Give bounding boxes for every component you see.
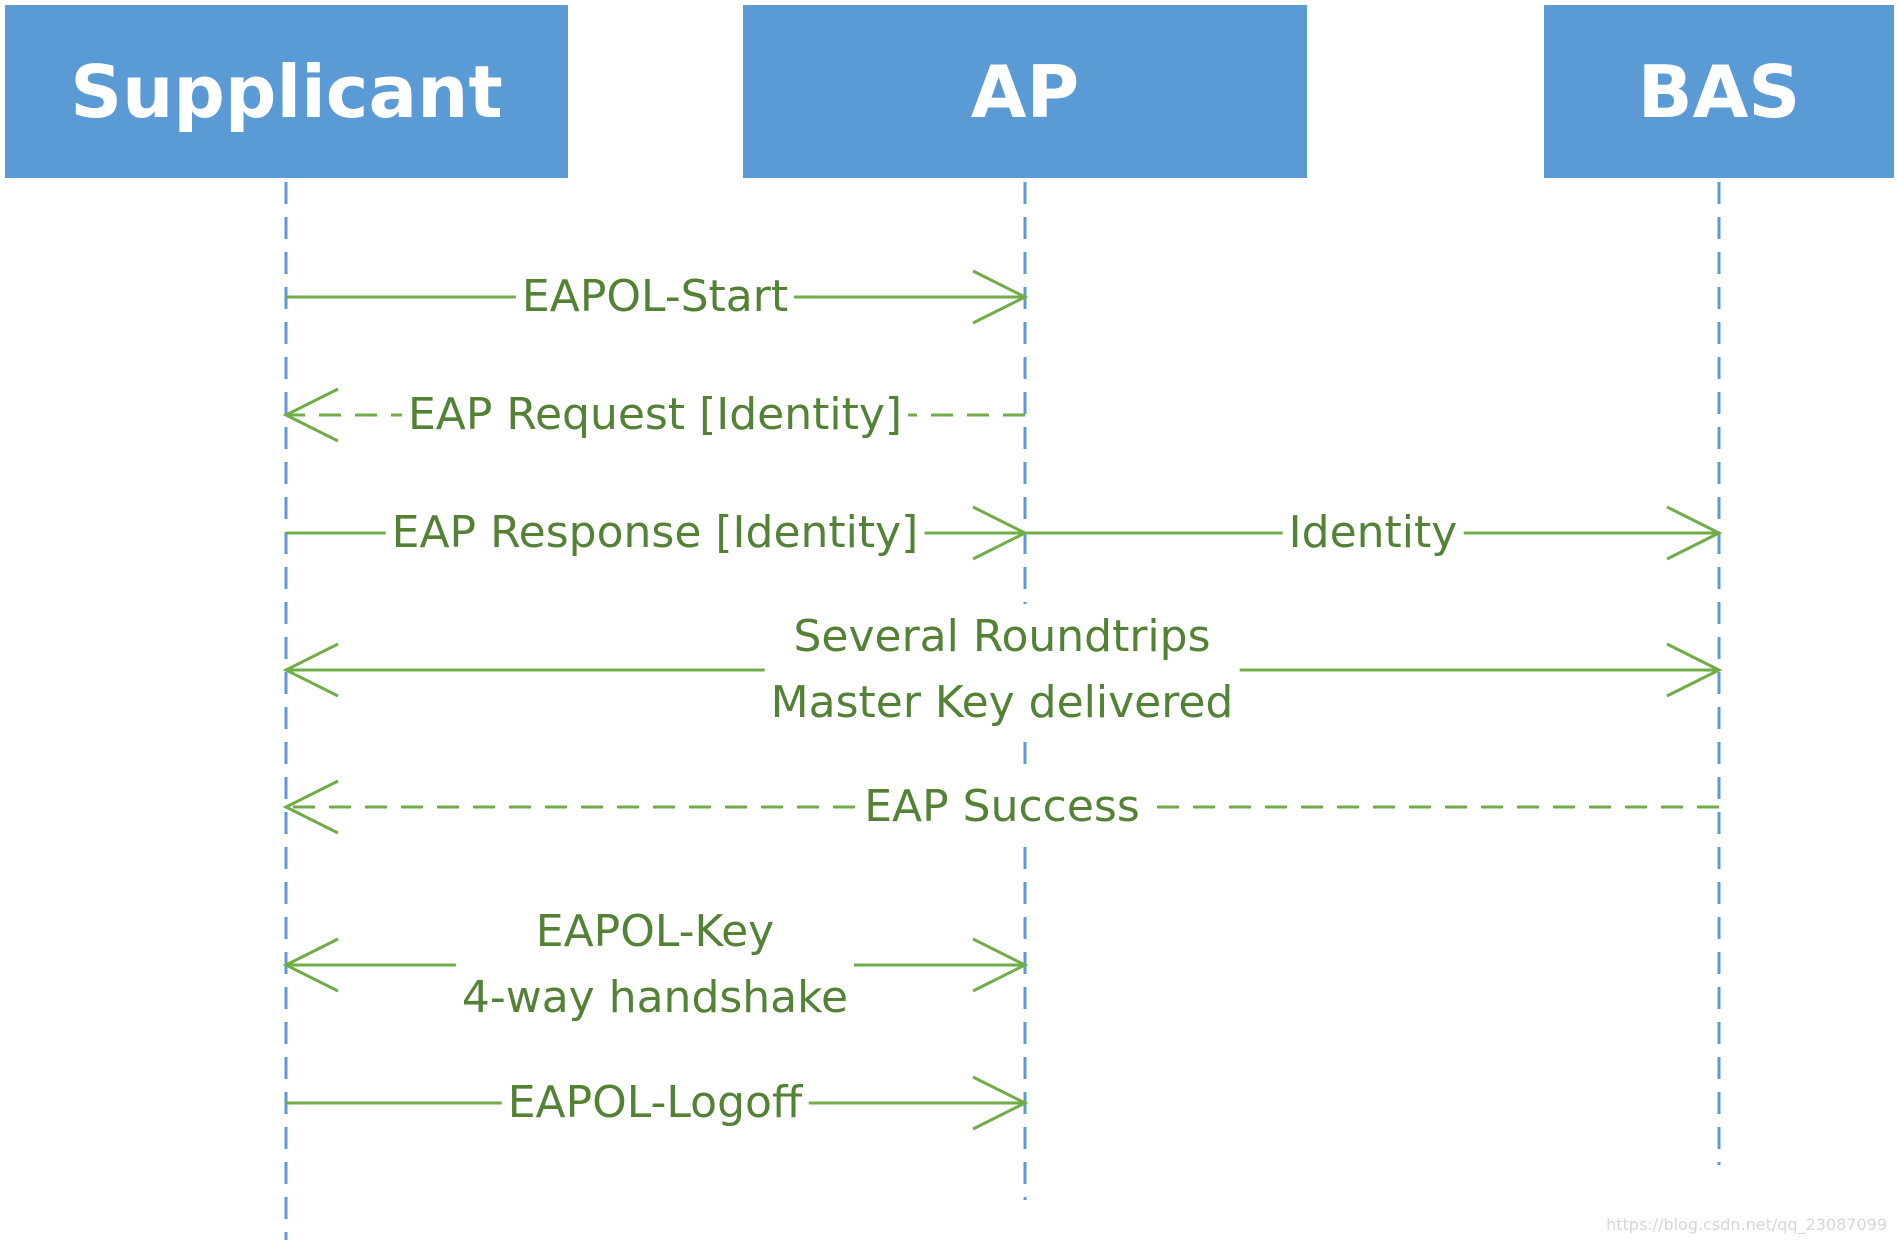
arrowhead-several-roundtrips-end [1666,642,1723,698]
arrowhead-several-roundtrips-start [282,642,339,698]
arrowhead-eapol-start-end [972,269,1029,325]
actor-supplicant: Supplicant [70,49,503,134]
arrowhead-eapol-key-start [282,937,339,993]
watermark: https://blog.csdn.net/qq_23087099 [1606,1215,1887,1234]
arrowhead-eap-success-end [282,779,339,835]
arrowhead-eap-request-identity-end [282,387,339,443]
message-label-identity: Identity [1282,500,1464,566]
message-label-eap-request-identity: EAP Request [Identity] [401,382,909,448]
actor-box-supplicant [5,5,568,178]
message-label-eap-response-identity: EAP Response [Identity] [385,500,925,566]
actor-box-ap [743,5,1307,178]
actor-box-bas [1544,5,1894,178]
actor-bas: BAS [1637,49,1801,134]
arrowhead-identity-end [1666,505,1723,561]
arrowhead-eapol-logoff-end [972,1075,1029,1131]
message-label-eapol-logoff: EAPOL-Logoff [501,1070,809,1136]
message-label-eap-success: EAP Success [858,774,1146,840]
arrowhead-eapol-key-end [972,937,1029,993]
message-label-eapol-start: EAPOL-Start [515,264,795,330]
actor-ap: AP [970,49,1080,134]
